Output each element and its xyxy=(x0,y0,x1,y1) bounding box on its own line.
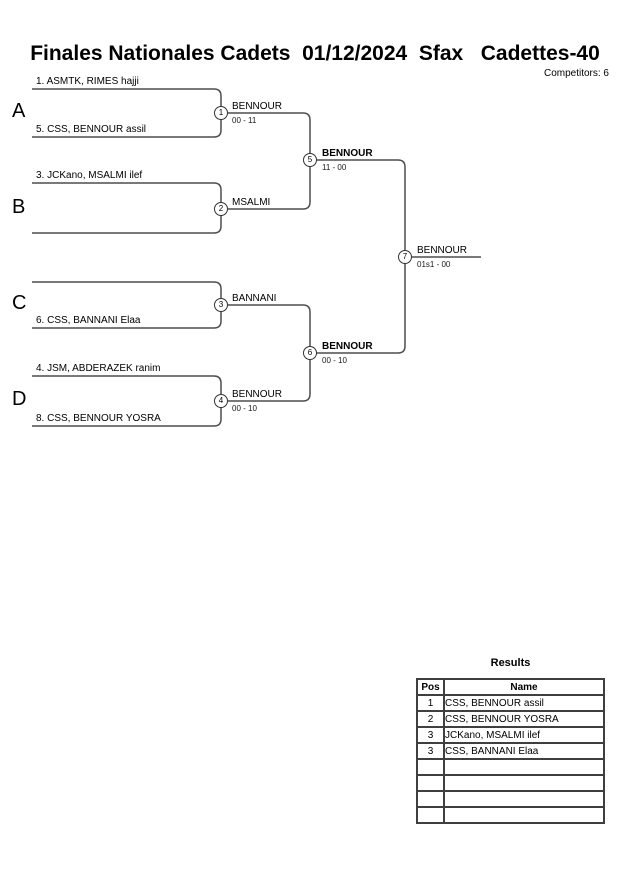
seed-name: 6. CSS, BANNANI Elaa xyxy=(36,315,141,326)
match-score: 00 - 11 xyxy=(232,116,257,125)
table-row xyxy=(416,806,605,824)
match-winner: BENNOUR xyxy=(322,341,373,352)
match-number-circle: 5 xyxy=(303,153,317,167)
result-name xyxy=(443,790,605,808)
table-row: 2 CSS, BENNOUR YOSRA xyxy=(416,710,605,728)
match-number: 6 xyxy=(307,348,313,357)
match-winner: BENNOUR xyxy=(232,101,283,112)
pool-letter-b: B xyxy=(12,196,26,218)
match-score: 01s1 - 00 xyxy=(417,260,451,269)
col-header-pos: Pos xyxy=(416,678,445,696)
result-name: CSS, BENNOUR YOSRA xyxy=(443,710,605,728)
result-pos xyxy=(416,790,445,808)
match-score: 00 - 10 xyxy=(232,404,257,413)
result-name: CSS, BANNANI Elaa xyxy=(443,742,605,760)
seed-name: 8. CSS, BENNOUR YOSRA xyxy=(36,413,161,424)
table-row xyxy=(416,758,605,776)
results-title: Results xyxy=(490,657,531,669)
result-pos xyxy=(416,774,445,792)
pool-letter-a: A xyxy=(12,100,26,122)
result-pos xyxy=(416,806,445,824)
table-row: 3 CSS, BANNANI Elaa xyxy=(416,742,605,760)
page-title: Finales Nationales Cadets 01/12/2024 Sfa… xyxy=(30,42,600,65)
match-number: 1 xyxy=(218,108,224,117)
result-pos: 3 xyxy=(416,742,445,760)
result-pos: 3 xyxy=(416,726,445,744)
competitors-count: Competitors: 6 xyxy=(543,68,609,79)
result-name xyxy=(443,774,605,792)
match-number: 3 xyxy=(218,300,224,309)
match-number: 4 xyxy=(218,396,224,405)
results-table: Pos Name 1 CSS, BENNOUR assil 2 CSS, BEN… xyxy=(416,678,605,824)
match-number: 5 xyxy=(307,155,313,164)
match-number-circle: 6 xyxy=(303,346,317,360)
match-score: 11 - 00 xyxy=(322,163,347,172)
result-name: JCKano, MSALMI ilef xyxy=(443,726,605,744)
match-number-circle: 2 xyxy=(214,202,228,216)
match-number: 2 xyxy=(218,204,224,213)
bracket-lines xyxy=(32,88,481,427)
table-row: 1 CSS, BENNOUR assil xyxy=(416,694,605,712)
pool-letter-c: C xyxy=(12,292,27,314)
result-name xyxy=(443,806,605,824)
match-number-circle: 3 xyxy=(214,298,228,312)
pool-letter-d: D xyxy=(12,388,27,410)
match-number: 7 xyxy=(402,252,408,261)
seed-name: 1. ASMTK, RIMES hajji xyxy=(36,76,139,87)
table-row: 3 JCKano, MSALMI ilef xyxy=(416,726,605,744)
result-name: CSS, BENNOUR assil xyxy=(443,694,605,712)
match-winner: BANNANI xyxy=(232,293,277,304)
table-row xyxy=(416,774,605,792)
match-score: 00 - 10 xyxy=(322,356,347,365)
results-header-row: Pos Name xyxy=(416,678,605,696)
table-row xyxy=(416,790,605,808)
result-pos: 1 xyxy=(416,694,445,712)
seed-name: 5. CSS, BENNOUR assil xyxy=(36,124,147,135)
result-name xyxy=(443,758,605,776)
col-header-name: Name xyxy=(443,678,605,696)
match-winner: MSALMI xyxy=(232,197,271,208)
match-number-circle: 1 xyxy=(214,106,228,120)
match-winner: BENNOUR xyxy=(417,245,468,256)
match-winner: BENNOUR xyxy=(232,389,283,400)
match-winner: BENNOUR xyxy=(322,148,373,159)
seed-name: 3. JCKano, MSALMI ilef xyxy=(36,170,143,181)
seed-name: 4. JSM, ABDERAZEK ranim xyxy=(36,363,161,374)
result-pos xyxy=(416,758,445,776)
match-number-circle: 4 xyxy=(214,394,228,408)
match-number-circle: 7 xyxy=(398,250,412,264)
result-pos: 2 xyxy=(416,710,445,728)
